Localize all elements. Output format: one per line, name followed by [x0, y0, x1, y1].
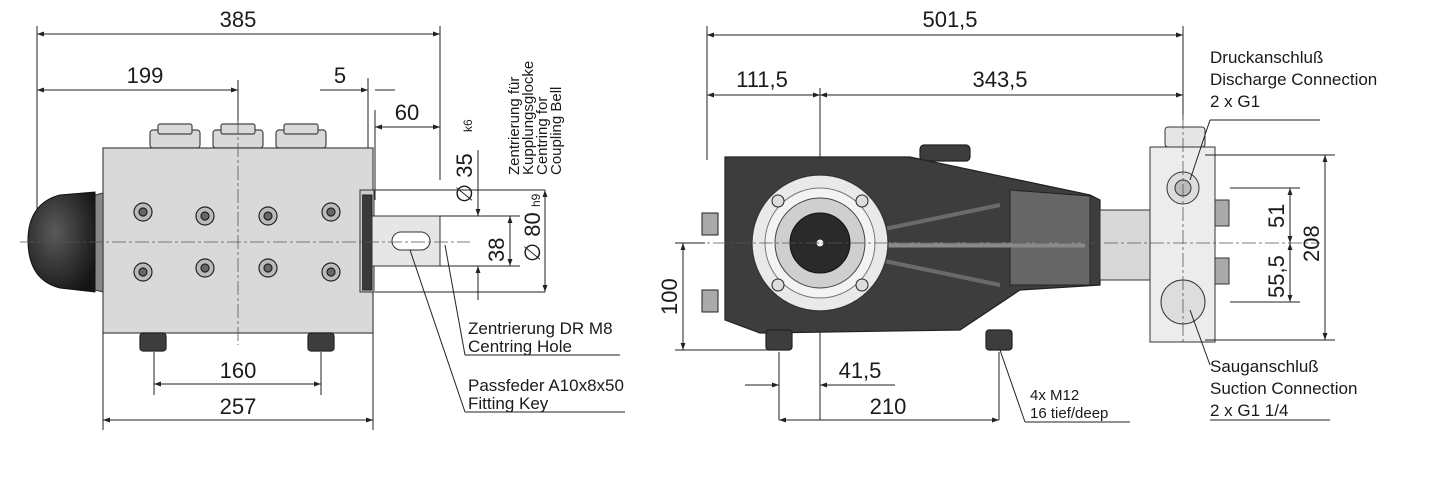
key [391, 231, 431, 251]
key-de: Passfeder A10x8x50 [468, 376, 624, 395]
dim-41-5: 41,5 [839, 358, 882, 383]
dim-501-5: 501,5 [922, 7, 977, 32]
left-view: 385 199 5 60 [20, 7, 625, 430]
right-view: 501,5 111,5 343,5 [657, 7, 1377, 423]
dim-111-5: 111,5 [736, 67, 788, 92]
dim-257: 257 [220, 394, 257, 419]
discharge-en: Discharge Connection [1210, 70, 1377, 89]
coupling-bell-label: Zentrierung für Kupplungsglocke Centring… [506, 61, 565, 175]
dim-80-tol: h9 [529, 193, 543, 207]
pump-body-side [27, 123, 441, 352]
foot [139, 332, 167, 352]
suction-size: 2 x G1 1/4 [1210, 401, 1288, 420]
foot [307, 332, 335, 352]
dim-5: 5 [334, 63, 346, 88]
leader-line [409, 249, 466, 413]
svg-text:Kupplungsglocke: Kupplungsglocke [520, 61, 537, 175]
centring-hole-de: Zentrierung DR M8 [468, 319, 613, 338]
foot [765, 329, 793, 351]
dim-210: 210 [870, 394, 907, 419]
centring-hole-en: Centring Hole [468, 337, 572, 356]
suction-de: Sauganschluß [1210, 357, 1319, 376]
bolts-note-1: 4x M12 [1030, 387, 1079, 404]
discharge-de: Druckanschluß [1210, 48, 1323, 67]
key-en: Fitting Key [468, 394, 549, 413]
dim-199: 199 [127, 63, 164, 88]
bolts-note-2: 16 tief/deep [1030, 405, 1108, 422]
dim-51: 51 [1264, 204, 1289, 228]
foot [985, 329, 1013, 351]
dim-385: 385 [220, 7, 257, 32]
svg-text:Coupling Bell: Coupling Bell [548, 87, 565, 175]
svg-text:Zentrierung für: Zentrierung für [506, 77, 523, 175]
leader-line [444, 244, 466, 356]
suction-en: Suction Connection [1210, 379, 1357, 398]
dim-35-tol: k6 [461, 119, 475, 132]
dim-343-5: 343,5 [972, 67, 1027, 92]
pump-body-front [701, 126, 1230, 351]
dim-160: 160 [220, 358, 257, 383]
dim-38: 38 [484, 238, 509, 262]
dim-80: ∅ 80 [520, 212, 545, 262]
dim-60: 60 [395, 100, 419, 125]
svg-text:Centring for: Centring for [534, 97, 551, 175]
dim-55-5: 55,5 [1264, 255, 1289, 298]
discharge-size: 2 x G1 [1210, 92, 1260, 111]
dim-208: 208 [1299, 225, 1324, 262]
dim-100: 100 [657, 278, 682, 315]
dim-35: ∅ 35 [452, 153, 477, 203]
